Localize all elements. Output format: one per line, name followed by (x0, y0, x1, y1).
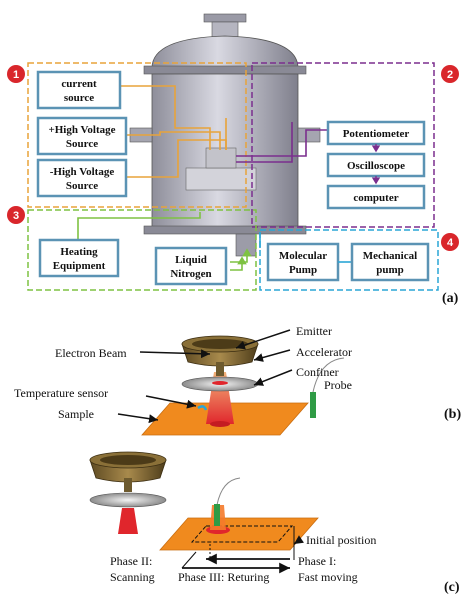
mechanical-label-2: pump (376, 264, 404, 276)
phase1-label-2: Fast moving (298, 570, 358, 584)
temperature-sensor (197, 405, 208, 411)
svg-text:1: 1 (13, 69, 19, 81)
emitter-arrow (235, 329, 291, 350)
svg-text:4: 4 (447, 237, 454, 249)
group-3-outline (27, 209, 257, 291)
panel-b-label: (b) (444, 407, 461, 422)
heating-equipment-box: Heating Equipment (38, 238, 120, 278)
electron-beam-arrow (139, 349, 211, 359)
phase3-label: Phase III: Returing (178, 570, 269, 584)
heating-label-1: Heating (60, 246, 98, 258)
group-4-outline (259, 229, 439, 291)
temperature-sensor-label: Temperature sensor (14, 386, 108, 400)
svg-text:3: 3 (13, 210, 19, 222)
high-voltage-minus-box: -High Voltage Source (36, 158, 128, 198)
emitter-assembly (181, 335, 259, 376)
computer-label: computer (353, 192, 398, 204)
svg-text:2: 2 (447, 69, 453, 81)
panel-a-label: (a) (442, 291, 459, 306)
badge-4: 4 (441, 233, 459, 251)
high-voltage-plus-label-1: +High Voltage (48, 124, 115, 136)
high-voltage-minus-label-1: -High Voltage (50, 166, 115, 178)
mechanical-label-1: Mechanical (363, 250, 417, 262)
panel-a: current source +High Voltage Source -Hig… (7, 13, 459, 306)
accelerator-label: Accelerator (296, 345, 352, 359)
phase1-label-1: Phase I: (298, 554, 336, 568)
initial-position-arrow (293, 535, 304, 545)
liquid-nitrogen-box: Liquid Nitrogen (154, 246, 228, 286)
badge-2: 2 (441, 65, 459, 83)
emitter-label: Emitter (296, 324, 332, 338)
phase2-label-2: Scanning (110, 570, 155, 584)
green-nitrogen-arrows (230, 248, 252, 271)
electron-beam-label: Electron Beam (55, 346, 127, 360)
confiner-disc-c (89, 492, 167, 508)
panel-c: Initial position Phase I: Fast moving Ph… (89, 451, 460, 595)
phase-guide-left (181, 551, 197, 569)
panel-b: Emitter Accelerator Confiner Electron Be… (14, 324, 461, 436)
molecular-pump-box: Molecular Pump (266, 242, 340, 282)
confiner-label: Confiner (296, 365, 339, 379)
vacuum-chamber (129, 13, 321, 257)
current-source-label-2: source (64, 92, 94, 104)
emitter-assembly-c (89, 451, 167, 492)
molecular-label-2: Pump (289, 264, 317, 276)
molecular-label-1: Molecular (279, 250, 327, 262)
orange-wires (120, 85, 227, 178)
current-source-box: current source (36, 70, 122, 110)
potentiometer-box: Potentiometer (326, 120, 426, 146)
probe-c (214, 477, 241, 526)
oscilloscope-label: Oscilloscope (347, 160, 405, 172)
scan-region (190, 525, 294, 543)
heating-label-2: Equipment (53, 260, 106, 272)
purple-wires (236, 122, 328, 163)
green-wire-heating (77, 212, 201, 240)
high-voltage-plus-label-2: Source (66, 138, 98, 150)
confiner-disc (181, 376, 259, 392)
confiner-arrow (253, 369, 293, 386)
computer-box: computer (326, 184, 426, 210)
potentiometer-label: Potentiometer (343, 128, 410, 140)
probe-label: Probe (324, 378, 352, 392)
accelerator-arrow (253, 349, 291, 362)
panel-c-label: (c) (444, 580, 460, 595)
initial-position-label: Initial position (306, 533, 376, 547)
current-source-label-1: current (61, 78, 97, 90)
high-voltage-minus-label-2: Source (66, 180, 98, 192)
sample-label: Sample (58, 407, 94, 421)
group-2-outline (251, 62, 435, 228)
oscilloscope-box: Oscilloscope (326, 152, 426, 178)
electron-beam-c (118, 508, 138, 534)
group-1-outline (27, 62, 247, 208)
mechanical-pump-box: Mechanical pump (350, 242, 430, 282)
phase2-label-1: Phase II: (110, 554, 152, 568)
temperature-sensor-arrow (145, 395, 197, 409)
sample-arrow (117, 413, 159, 424)
badge-1: 1 (7, 65, 25, 83)
badge-3: 3 (7, 206, 25, 224)
nitrogen-label-1: Liquid (175, 254, 207, 266)
probe (310, 357, 345, 418)
nitrogen-label-2: Nitrogen (170, 268, 211, 280)
high-voltage-plus-box: +High Voltage Source (36, 116, 128, 156)
